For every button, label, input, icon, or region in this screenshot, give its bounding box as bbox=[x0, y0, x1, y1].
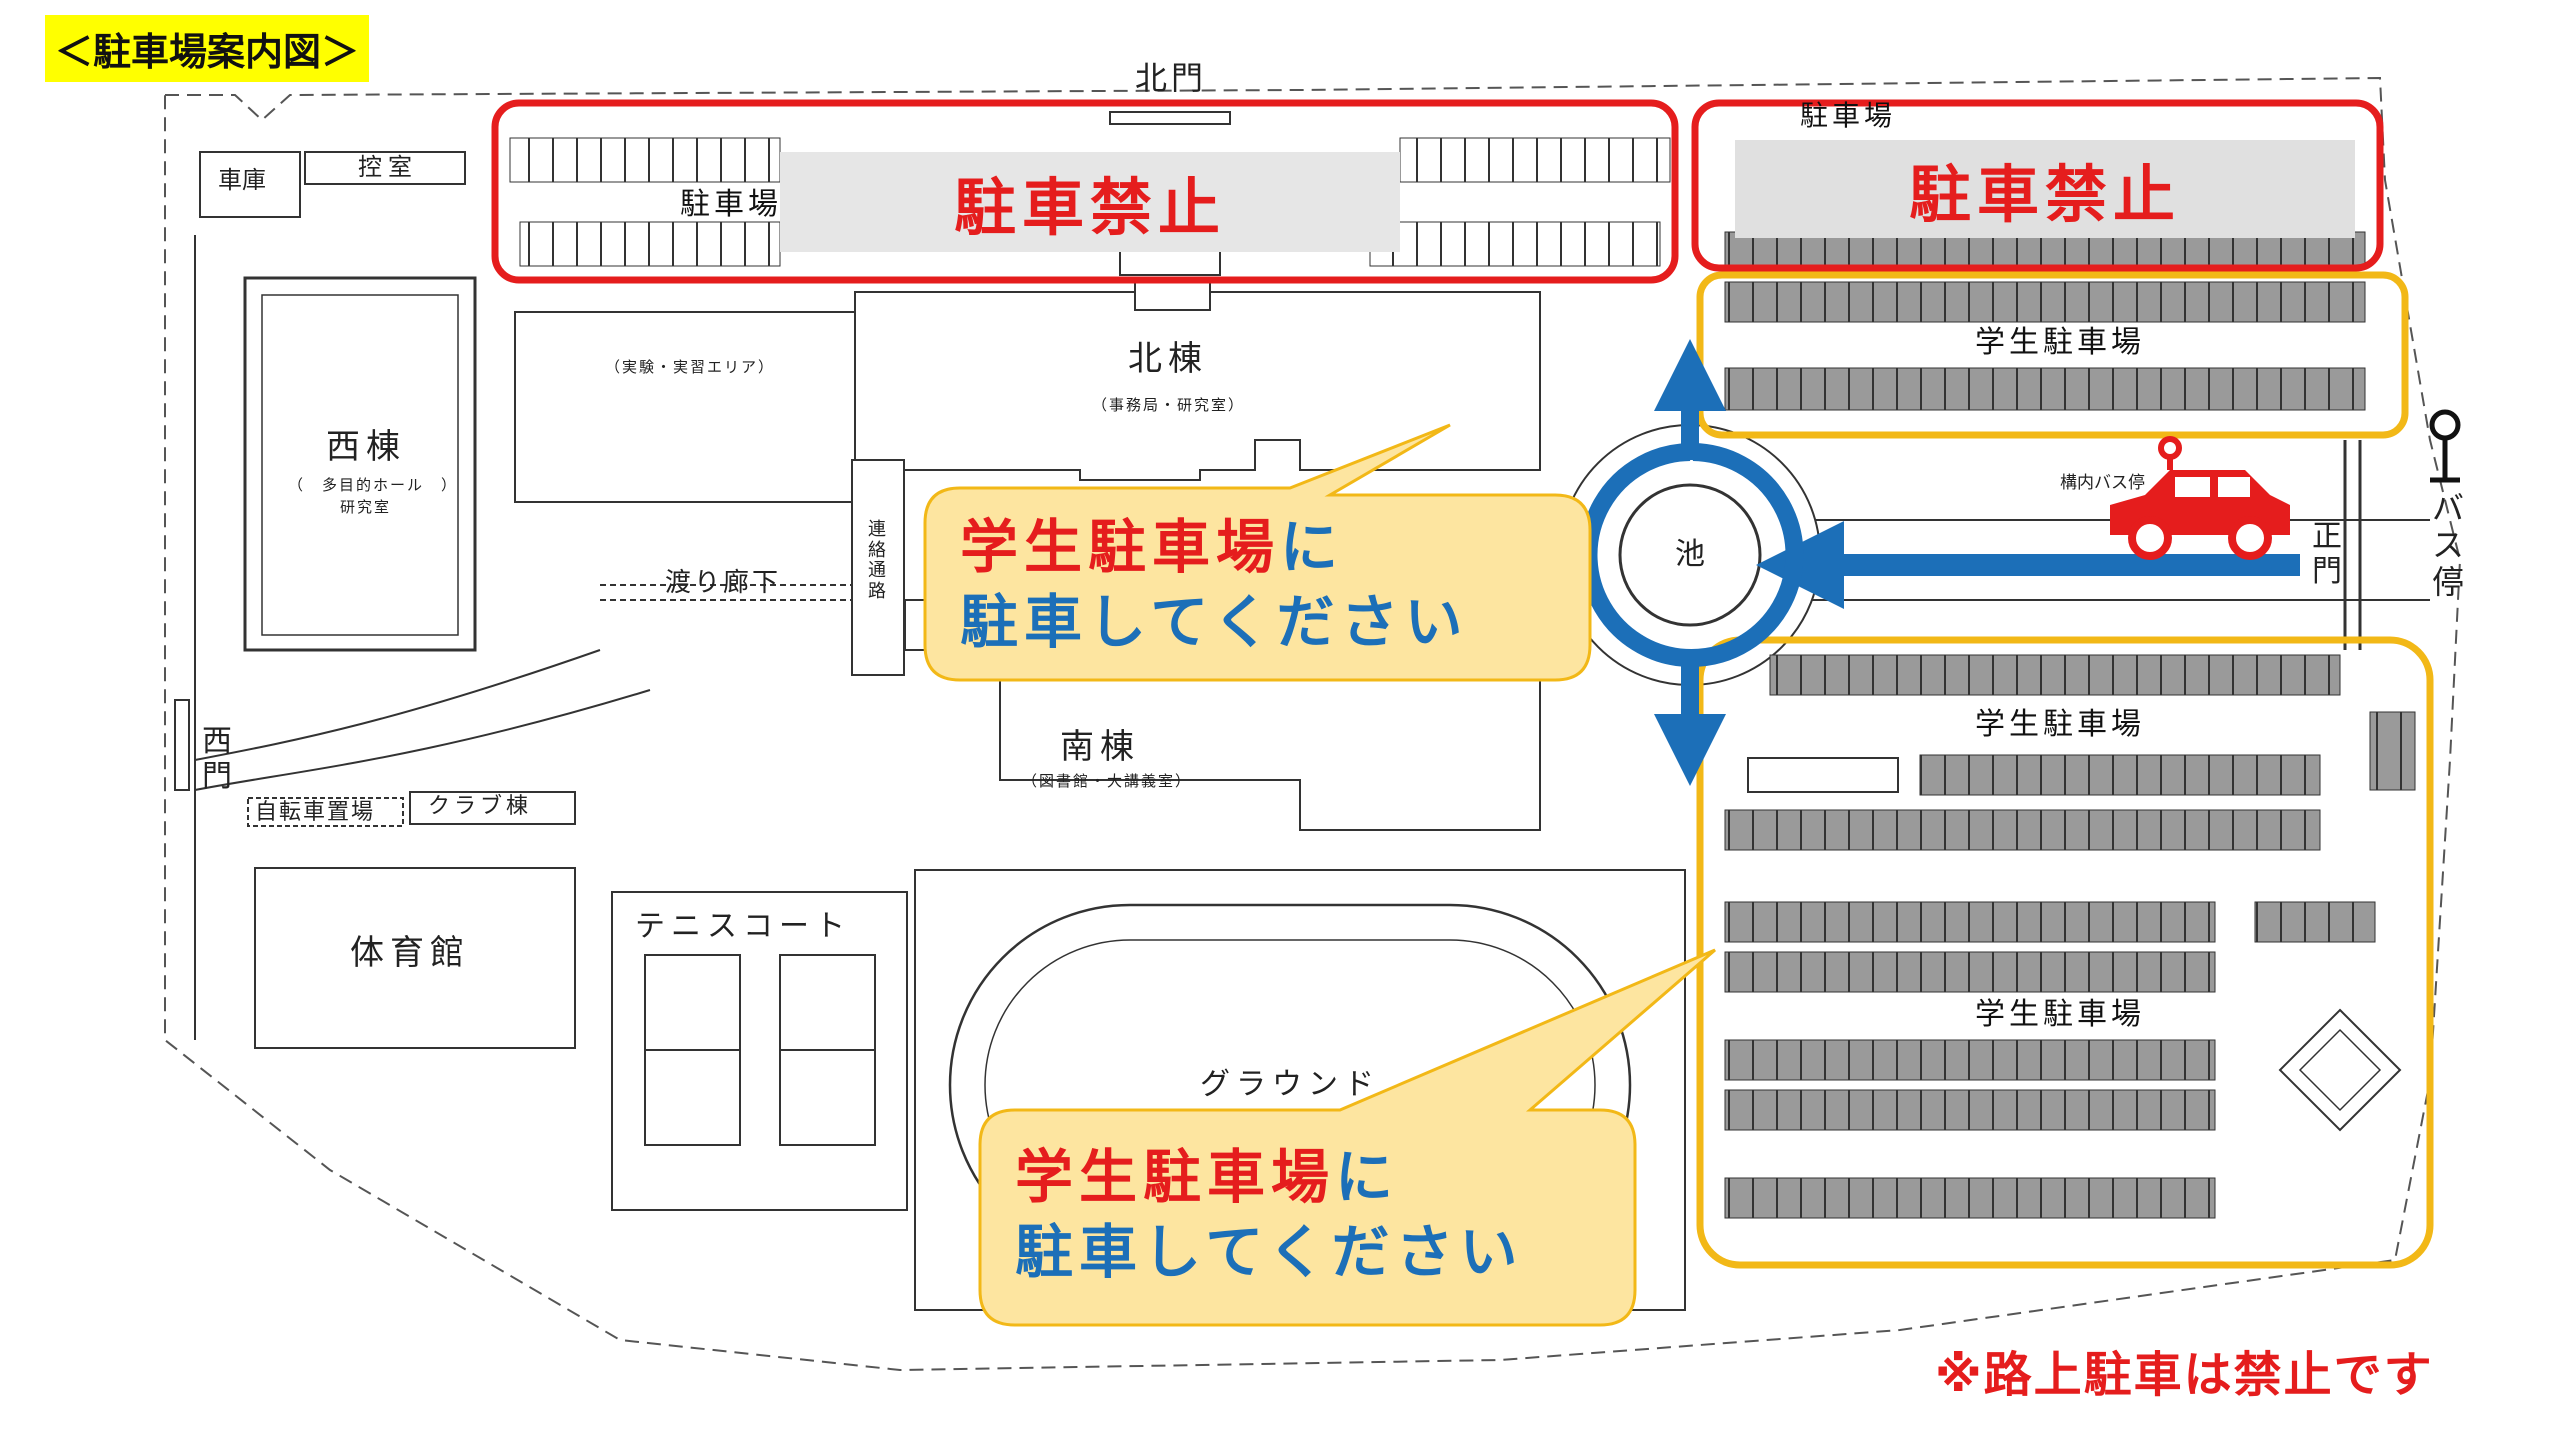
west-building bbox=[243, 276, 477, 652]
north-stalls-bottom-right bbox=[1369, 221, 1661, 267]
club-building-label: クラブ棟 bbox=[428, 794, 533, 819]
bus-stop-label: バス停 bbox=[2431, 489, 2464, 601]
student-stalls-low-1b bbox=[2254, 901, 2376, 943]
bicycle-parking-label: 自転車置場 bbox=[255, 800, 376, 825]
lab-area-label: （実験・実習エリア） bbox=[605, 358, 776, 376]
north-building-sub: （事務局・研究室） bbox=[1092, 396, 1246, 414]
car-icon bbox=[2110, 436, 2290, 560]
street-parking-note: ※路上駐車は禁止です bbox=[1935, 1347, 2434, 1403]
connector-label: 連絡通路 bbox=[868, 519, 886, 603]
student-stalls-low-2 bbox=[1724, 951, 2216, 993]
bubble-lower-line2: 駐車してください bbox=[1015, 1218, 1524, 1287]
ne-lot-label: 駐車場 bbox=[1800, 99, 1897, 132]
student-stalls-top-1 bbox=[1724, 281, 2366, 323]
student-stalls-low-1 bbox=[1724, 901, 2216, 943]
no-parking-frame-left bbox=[491, 99, 1679, 284]
bubble-upper-line1-red: 学生駐車場 bbox=[960, 513, 1281, 581]
bubble-lower-line1-red: 学生駐車場 bbox=[1015, 1143, 1336, 1211]
west-gate-mark bbox=[174, 699, 190, 791]
main-gate-label: 正門 bbox=[2312, 519, 2342, 589]
bubble-upper-text: 学生駐車場に 駐車してください bbox=[960, 510, 1469, 661]
control-room-label: 控室 bbox=[358, 153, 418, 181]
ground-label: グラウンド bbox=[1200, 1067, 1380, 1102]
north-building-label: 北棟 bbox=[1128, 339, 1208, 379]
student-lot-top-label: 学生駐車場 bbox=[1975, 325, 2145, 360]
lab-area bbox=[514, 311, 861, 503]
north-stalls-top-left bbox=[509, 137, 781, 183]
garage bbox=[199, 151, 301, 218]
north-building bbox=[854, 291, 1541, 481]
student-stalls-top-2 bbox=[1724, 367, 2366, 411]
no-parking-frame-right bbox=[1691, 99, 2384, 272]
student-stalls-mid-3 bbox=[1724, 809, 2321, 851]
north-stalls-bottom-left bbox=[519, 221, 781, 267]
corridor-label: 渡り廊下 bbox=[665, 568, 782, 598]
campus-boundary bbox=[164, 76, 2462, 1372]
south-building-sub: （図書館・大講義室） bbox=[1022, 772, 1193, 790]
student-stalls-low-3 bbox=[1724, 1039, 2216, 1081]
bubble-lower-text: 学生駐車場に 駐車してください bbox=[1015, 1140, 1524, 1291]
north-gate-structure bbox=[1109, 111, 1231, 125]
north-lot-label: 駐車場 bbox=[680, 187, 782, 222]
gym bbox=[254, 867, 576, 1049]
map-title: ＜駐車場案内図＞ bbox=[45, 15, 370, 82]
north-gate-label: 北門 bbox=[1135, 59, 1208, 97]
bicycle-parking bbox=[247, 797, 404, 827]
north-stalls-top-right bbox=[1399, 137, 1671, 183]
student-lot-low-label: 学生駐車場 bbox=[1975, 997, 2145, 1032]
control-room bbox=[304, 151, 466, 185]
pond-label: 池 bbox=[1675, 537, 1705, 572]
student-stalls-mid-2 bbox=[1919, 754, 2321, 796]
bubble-upper-line1-blue: に bbox=[1280, 513, 1345, 581]
campus-bus-stop-label: 構内バス停 bbox=[2060, 473, 2145, 493]
student-stalls-mid-1 bbox=[1769, 654, 2341, 696]
west-building-sub2: 研究室 bbox=[340, 498, 392, 516]
garage-label: 車庫 bbox=[218, 166, 266, 194]
south-building-label: 南棟 bbox=[1060, 727, 1140, 767]
tennis-court-label: テニスコート bbox=[635, 909, 851, 944]
bus-stop-icon bbox=[2429, 409, 2461, 483]
west-building-label: 西棟 bbox=[326, 427, 406, 467]
speech-bubble-upper bbox=[923, 423, 1592, 682]
student-parking-frame-bottom bbox=[1696, 636, 2434, 1269]
student-stalls-low-5 bbox=[1724, 1177, 2216, 1219]
student-stalls-side bbox=[2369, 711, 2416, 791]
gym-label: 体育館 bbox=[350, 933, 470, 973]
speech-bubble-lower bbox=[978, 948, 1716, 1327]
west-gate-label: 西門 bbox=[202, 724, 232, 794]
monument bbox=[2278, 1008, 2402, 1132]
club-building bbox=[409, 791, 576, 825]
student-lot-mid-label: 学生駐車場 bbox=[1975, 707, 2145, 742]
no-parking-sign-right: 駐車禁止 bbox=[1735, 140, 2355, 238]
bubble-upper-line2: 駐車してください bbox=[960, 588, 1469, 657]
traffic-flow-arrows bbox=[1579, 339, 2300, 786]
connector-bridge bbox=[851, 459, 905, 676]
student-stalls-low-4 bbox=[1724, 1089, 2216, 1131]
bubble-lower-line1-blue: に bbox=[1335, 1143, 1400, 1211]
no-parking-sign-left: 駐車禁止 bbox=[780, 152, 1400, 252]
west-building-sub: （ 多目的ホール ） bbox=[288, 476, 459, 494]
